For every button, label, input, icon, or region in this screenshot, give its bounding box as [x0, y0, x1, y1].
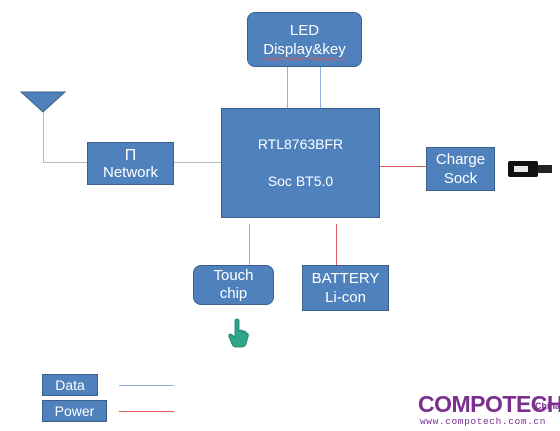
- charge-sock-block: Charge Sock: [426, 147, 495, 191]
- network-label: Network: [102, 163, 158, 181]
- soc-block: RTL8763BFR Soc BT5.0: [221, 108, 380, 218]
- compotech-url: www.compotech.com.cn: [420, 416, 547, 427]
- legend-data-box: Data: [42, 374, 98, 396]
- battery-label: BATTERY: [311, 270, 380, 287]
- sock-label: Sock: [443, 170, 478, 187]
- compotech-logo-sub: China: [535, 401, 560, 411]
- touch-chip-block: Touch chip: [193, 265, 274, 305]
- legend-power-line: [119, 411, 174, 412]
- legend-power-label: Power: [54, 403, 95, 419]
- charge-label: Charge: [435, 151, 486, 168]
- soc-chip-label: RTL8763BFR: [257, 136, 344, 152]
- touch-label: Touch: [213, 267, 254, 284]
- hand-pointer-icon: [228, 318, 249, 348]
- led-label: LED: [289, 21, 320, 39]
- led-soc-data-line-b: [320, 66, 321, 108]
- legend-data-line: [119, 385, 174, 386]
- legend-power-box: Power: [42, 400, 107, 422]
- display-key-label: Display&key: [263, 40, 346, 58]
- antenna-icon: [20, 91, 66, 113]
- legend-data-label: Data: [55, 377, 85, 393]
- soc-charge-power-line: [380, 166, 426, 167]
- pi-symbol: Π: [124, 146, 137, 164]
- network-soc-data-line: [174, 162, 221, 163]
- li-con-label: Li-con: [325, 289, 366, 306]
- usb-cable-icon: [508, 161, 552, 177]
- soc-bt-label: Soc BT5.0: [267, 173, 334, 189]
- led-display-key-block: LED Display&key: [247, 12, 362, 67]
- chip-label: chip: [219, 285, 248, 302]
- led-soc-data-line-a: [287, 66, 288, 108]
- network-block: Π Network: [87, 142, 174, 185]
- battery-block: BATTERY Li-con: [302, 265, 389, 311]
- soc-battery-power-line: [336, 224, 337, 266]
- antenna-mast-line: [43, 108, 44, 163]
- antenna-network-line: [43, 162, 87, 163]
- soc-touch-data-line: [249, 224, 250, 266]
- compotech-logo: COMPOTECH: [418, 391, 560, 417]
